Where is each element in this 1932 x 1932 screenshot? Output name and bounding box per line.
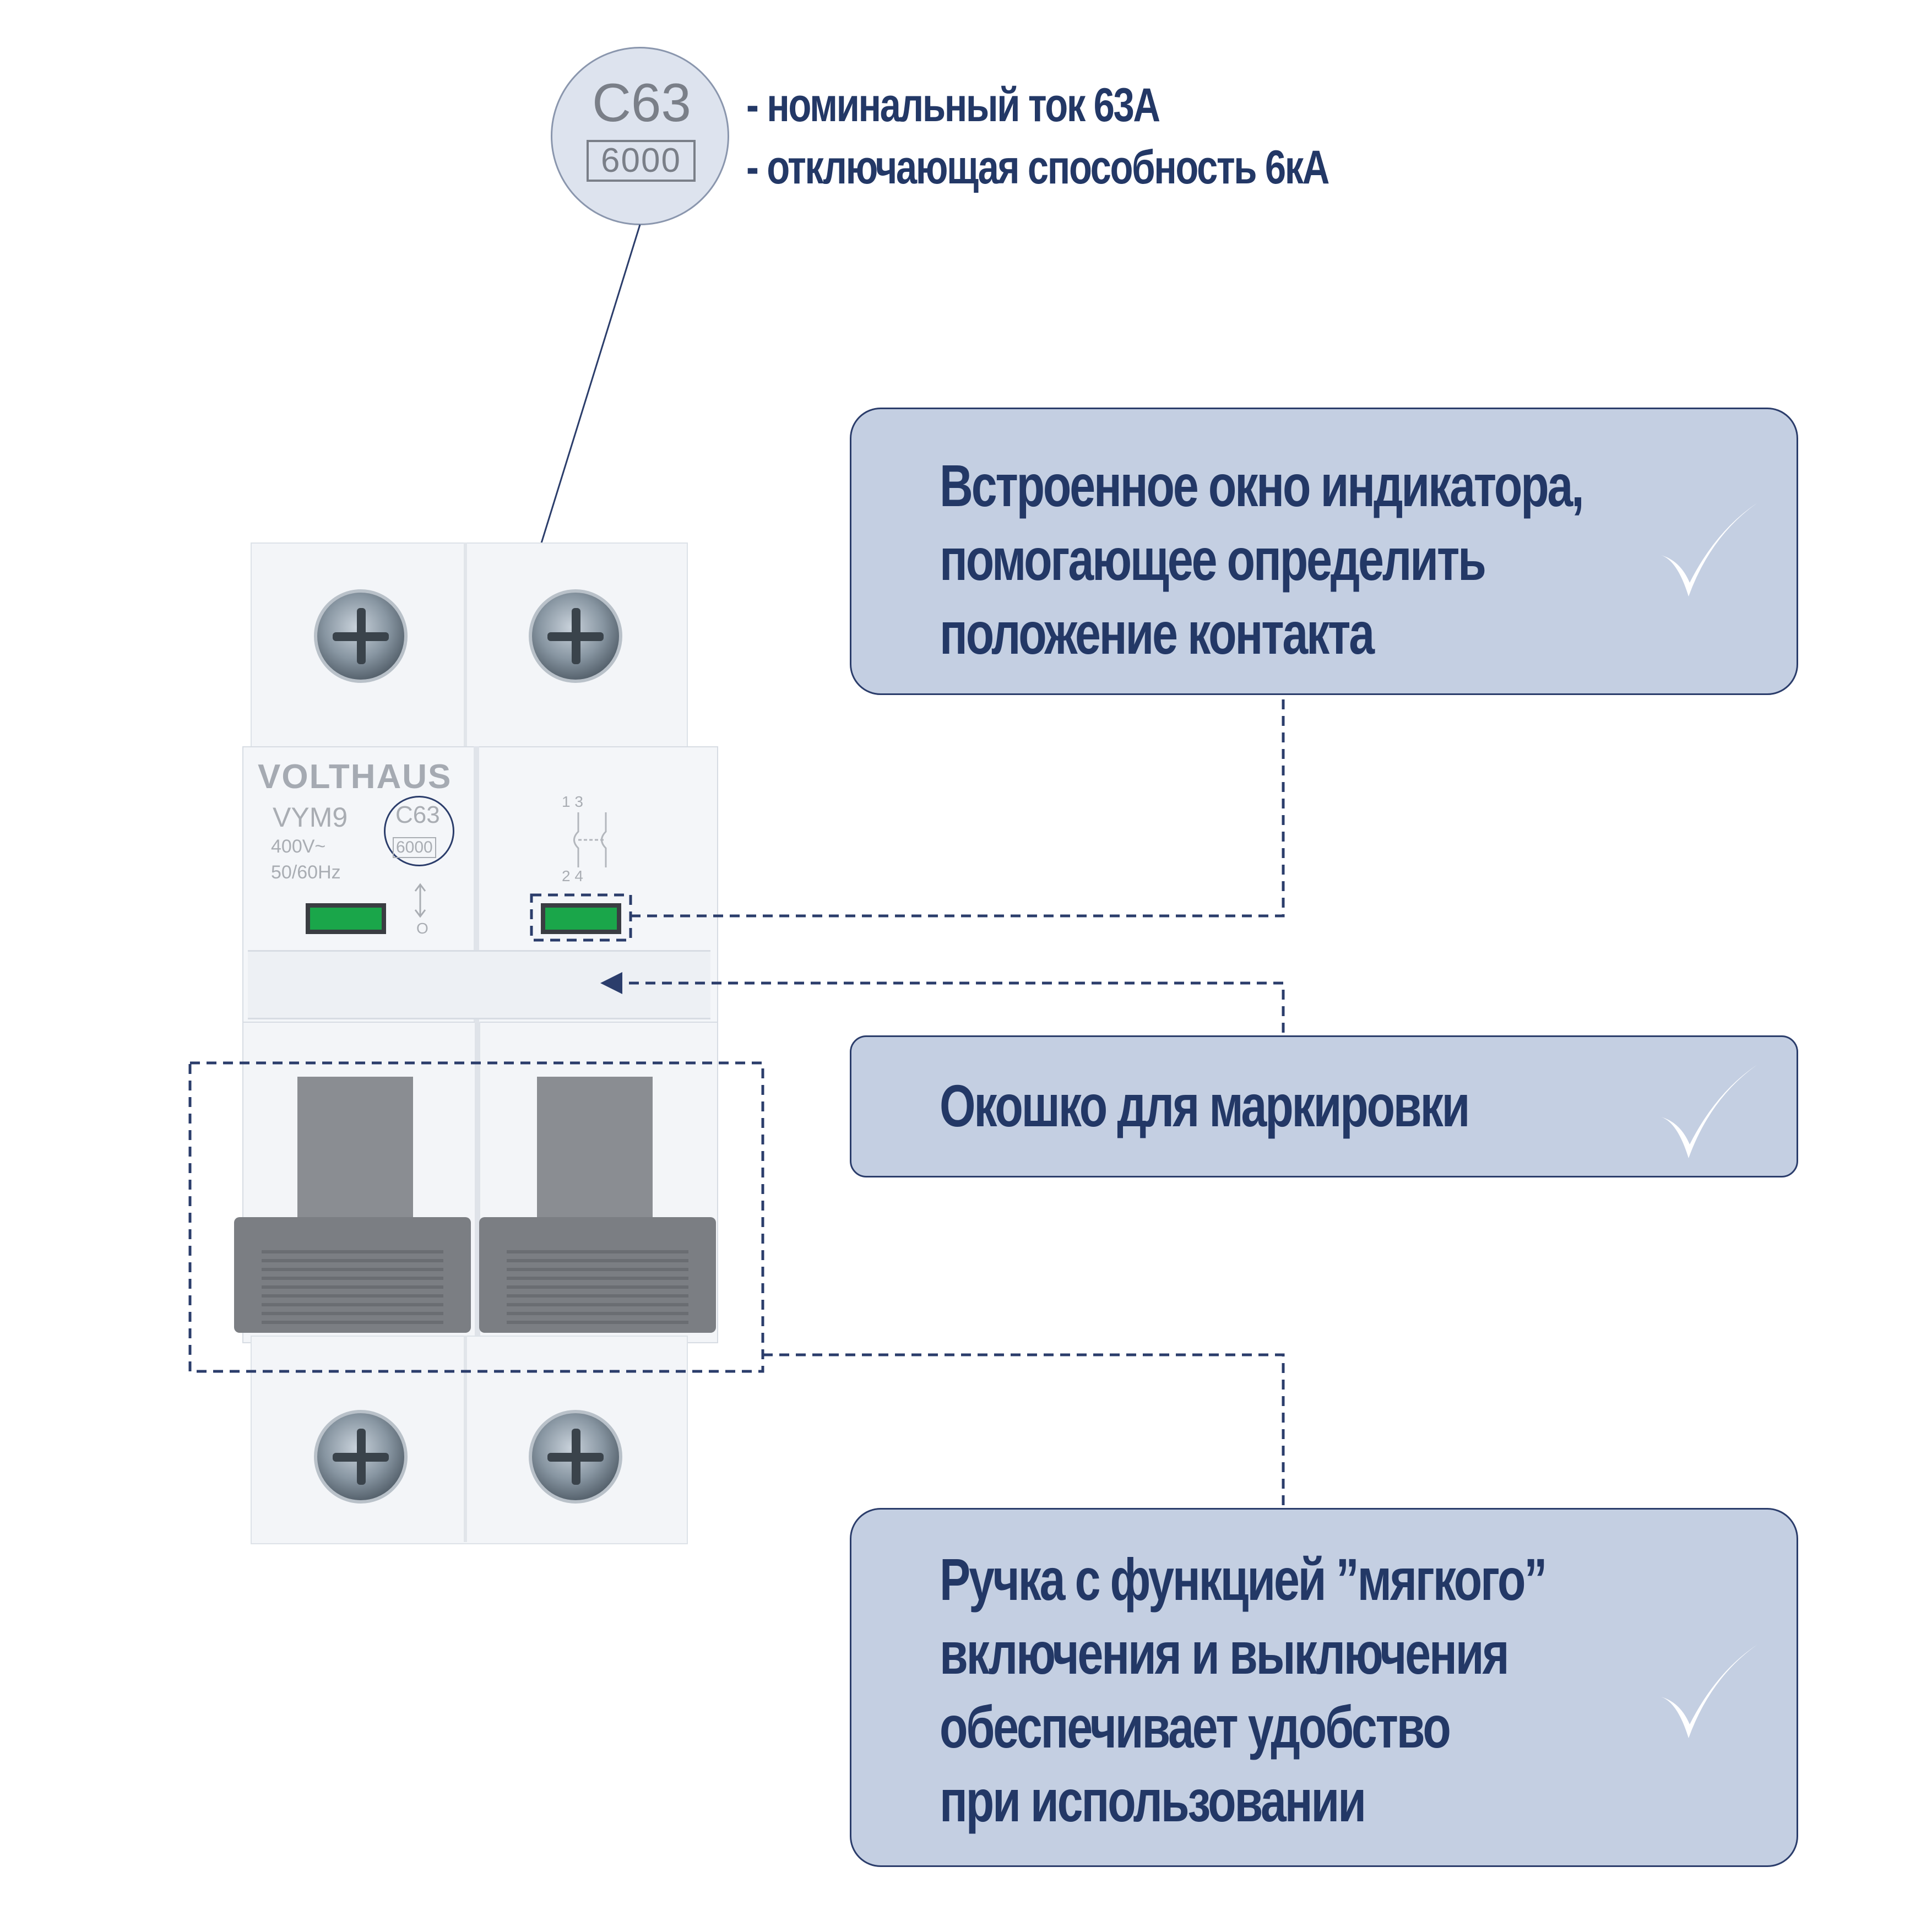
checkmark-icon [1661, 1065, 1757, 1158]
callout-indicator-window: Встроенное окно индикатора, помогающее о… [850, 408, 1798, 695]
callout-text-line: помогающее определить [940, 526, 1486, 593]
breaker-rating: C63 [395, 801, 440, 828]
handle-grip-ridge [262, 1277, 443, 1280]
breaker-off-symbol: O [416, 920, 428, 937]
handle-grip-ridge [262, 1321, 443, 1324]
breaker-breaking-capacity: 6000 [393, 837, 436, 858]
indicator-highlight-box [530, 893, 632, 942]
handle-highlight-box [188, 1061, 764, 1373]
contact-indicator-window-right [541, 903, 621, 934]
handle-grip-ridge [507, 1250, 688, 1253]
handle-grip-ridge [507, 1277, 688, 1280]
callout-marking-window: Окошко для маркировки [850, 1035, 1798, 1177]
screw-icon [314, 1410, 408, 1504]
spec-rated-current: - номинальный ток 63А [746, 79, 1160, 132]
handle-slot-right [537, 1077, 653, 1225]
handle-grip-ridge [507, 1321, 688, 1324]
breaker-model: VYM9 [273, 802, 348, 833]
handle-grip-ridge [262, 1312, 443, 1315]
breaker-divider-face [474, 746, 479, 1022]
breaker-voltage: 400V~ [271, 836, 326, 857]
handle-grip-ridge [507, 1259, 688, 1262]
arrow-left-icon [600, 972, 622, 994]
spec-breaking-capacity: - отключающая способность 6кА [746, 141, 1329, 194]
magnifier-rating: C63 [592, 72, 691, 133]
connector-indicator [631, 697, 1285, 918]
callout-text-line: обеспечивает удобство [940, 1694, 1451, 1760]
callout-text-line: включения и выключения [940, 1620, 1510, 1686]
handle-grip-ridge [262, 1259, 443, 1262]
marking-window-strip [248, 950, 710, 1019]
up-down-arrow-icon [414, 883, 426, 918]
circuit-diagram-icon [573, 812, 607, 867]
breaker-brand: VOLTHAUS [258, 758, 452, 796]
connector-handle [763, 1353, 1285, 1506]
contact-indicator-window-left [306, 903, 386, 934]
screw-icon [529, 1410, 622, 1504]
callout-text-line: Встроенное окно индикатора, [940, 452, 1584, 519]
handle-grip-ridge [262, 1303, 443, 1306]
connector-marking [617, 981, 1285, 1033]
callout-text-line: при использовании [940, 1767, 1366, 1834]
handle-grip-ridge [507, 1268, 688, 1271]
checkmark-icon [1661, 503, 1757, 596]
magnifier-breaking-capacity: 6000 [587, 140, 696, 182]
breaker-divider-top [464, 542, 467, 752]
breaker-frequency: 50/60Hz [271, 862, 341, 883]
screw-icon [314, 589, 408, 683]
callout-text-line: положение контакта [940, 600, 1375, 666]
handle-grip-ridge [262, 1268, 443, 1271]
breaker-terminal-bottom: 2 4 [562, 867, 583, 884]
handle-grip-ridge [262, 1294, 443, 1298]
callout-text-line: Окошко для маркировки [940, 1072, 1470, 1139]
handle-grip-ridge [507, 1312, 688, 1315]
screw-icon [529, 589, 622, 683]
handle-grip-ridge [507, 1294, 688, 1298]
breaker-divider-bottom [464, 1336, 467, 1542]
breaker-terminal-top: 1 3 [562, 793, 583, 810]
breaker-divider-handles [475, 1022, 480, 1341]
checkmark-icon [1661, 1645, 1757, 1738]
callout-soft-handle: Ручка с функцией ”мягкого” включения и в… [850, 1508, 1798, 1867]
handle-grip-ridge [507, 1285, 688, 1289]
handle-grip-ridge [262, 1285, 443, 1289]
handle-slot-left [297, 1077, 413, 1225]
handle-grip-ridge [507, 1303, 688, 1306]
magnifier-bubble: C63 6000 [551, 47, 729, 225]
callout-text-line: Ручка с функцией ”мягкого” [940, 1546, 1547, 1613]
handle-grip-ridge [262, 1250, 443, 1253]
breaker-rating-circle [384, 796, 454, 866]
